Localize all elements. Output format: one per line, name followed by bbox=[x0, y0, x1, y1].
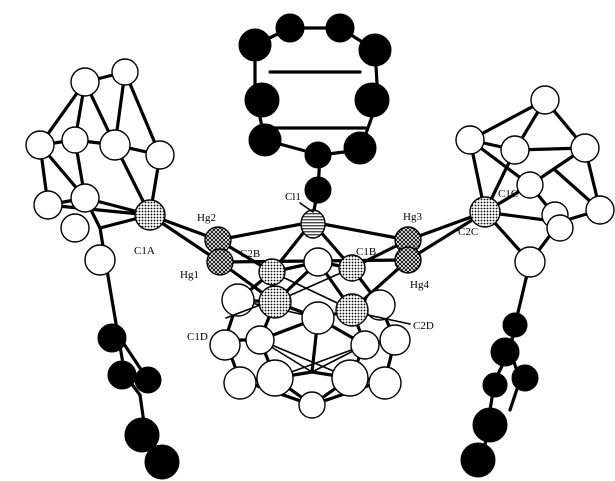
atom-open bbox=[70, 67, 100, 97]
atom-open bbox=[33, 190, 63, 220]
atom-dark bbox=[97, 323, 127, 353]
atom-dark bbox=[343, 131, 377, 165]
label-c2d: C2D bbox=[413, 320, 434, 332]
atom-open bbox=[256, 359, 294, 397]
label-hg4: Hg4 bbox=[410, 279, 429, 291]
atom-open bbox=[350, 330, 380, 360]
atom-dark bbox=[502, 312, 528, 338]
label-leader-lines bbox=[225, 202, 411, 325]
label-hg1: Hg1 bbox=[180, 269, 199, 281]
atom-open bbox=[455, 125, 485, 155]
atom-open bbox=[221, 283, 255, 317]
atom-c1d bbox=[258, 285, 292, 319]
atom-dark bbox=[511, 364, 539, 392]
atom-open bbox=[60, 213, 90, 243]
atom-open bbox=[209, 329, 241, 361]
atom-open bbox=[61, 126, 89, 154]
label-c2c: C2C bbox=[458, 226, 478, 238]
atom-dark bbox=[460, 442, 496, 478]
atom-dark bbox=[304, 141, 332, 169]
atom-dark bbox=[244, 82, 280, 118]
atom-open bbox=[514, 246, 546, 278]
atom-dark bbox=[107, 360, 137, 390]
atom-open bbox=[223, 366, 257, 400]
atom-open bbox=[99, 129, 131, 161]
atom-hg1 bbox=[206, 248, 234, 276]
label-c1c: C1C bbox=[498, 188, 518, 200]
atom-dark bbox=[304, 176, 332, 204]
atom-open bbox=[25, 130, 55, 160]
atom-dark bbox=[325, 13, 355, 43]
label-cl1: Cl1 bbox=[285, 191, 301, 203]
atom-open bbox=[145, 140, 175, 170]
atom-open bbox=[245, 325, 275, 355]
atom-open bbox=[303, 247, 333, 277]
atom-open bbox=[70, 183, 100, 213]
label-c2b: C2B bbox=[240, 248, 260, 260]
atom-dark bbox=[144, 444, 180, 480]
atom-dark bbox=[358, 33, 392, 67]
atom-cl1 bbox=[300, 209, 326, 239]
atom-c2d bbox=[335, 293, 369, 327]
atom-hg4 bbox=[394, 246, 422, 274]
atom-open bbox=[298, 391, 326, 419]
atom-labels: Cl1 Hg2 Hg1 Hg3 Hg4 C1A C2B C1B C1C C2C … bbox=[134, 188, 518, 343]
atom-dark bbox=[238, 28, 272, 62]
atom-dark bbox=[482, 372, 508, 398]
label-c1d: C1D bbox=[187, 331, 208, 343]
label-c1a: C1A bbox=[134, 245, 155, 257]
atom-open bbox=[301, 301, 335, 335]
atom-open bbox=[331, 359, 369, 397]
atom-c2b bbox=[258, 258, 286, 286]
atom-open bbox=[379, 324, 411, 356]
atom-open bbox=[585, 195, 615, 225]
atom-dark bbox=[275, 13, 305, 43]
label-hg3: Hg3 bbox=[403, 211, 422, 223]
atom-dark bbox=[134, 366, 162, 394]
label-hg2: Hg2 bbox=[197, 212, 216, 224]
atom-open bbox=[84, 244, 116, 276]
atom-open bbox=[570, 133, 600, 163]
atom-dark bbox=[490, 337, 520, 367]
atom-open bbox=[111, 58, 139, 86]
label-c1b: C1B bbox=[356, 246, 376, 258]
atom-open bbox=[516, 171, 544, 199]
atom-open bbox=[500, 135, 530, 165]
atom-open bbox=[368, 366, 402, 400]
atom-open bbox=[546, 214, 574, 242]
atom-dark bbox=[248, 123, 282, 157]
atom-dark bbox=[472, 407, 508, 443]
atom-c1b bbox=[338, 254, 366, 282]
atom-open bbox=[530, 85, 560, 115]
atom-set bbox=[25, 13, 615, 480]
atom-c1a bbox=[134, 199, 166, 231]
atom-c2c bbox=[469, 196, 501, 228]
atom-dark bbox=[354, 82, 390, 118]
atom-dark bbox=[124, 417, 160, 453]
